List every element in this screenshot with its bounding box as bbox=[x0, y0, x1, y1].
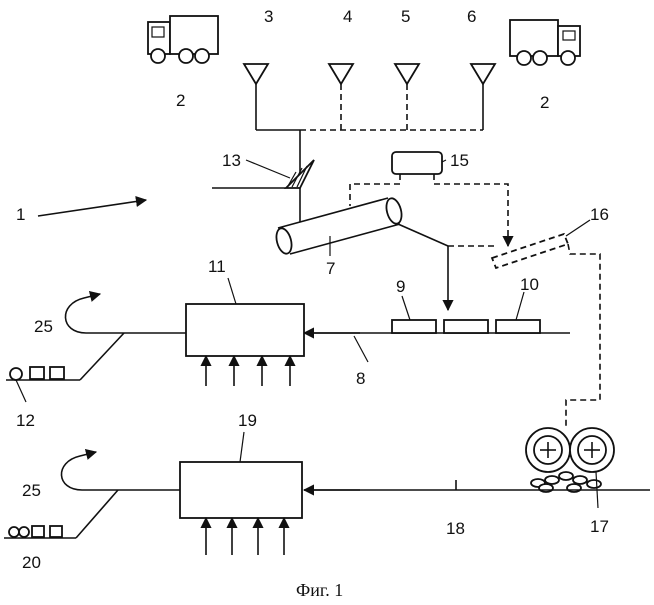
label-25-upper: 25 bbox=[34, 317, 53, 336]
figure-caption: Фиг. 1 bbox=[296, 580, 343, 600]
label-7: 7 bbox=[326, 259, 335, 278]
rollers bbox=[526, 428, 614, 492]
label-4: 4 bbox=[343, 7, 352, 26]
label-16: 16 bbox=[590, 205, 609, 224]
leader-lines bbox=[16, 160, 598, 508]
label-2-right: 2 bbox=[540, 93, 549, 112]
truck-right-icon bbox=[510, 20, 580, 65]
label-6: 6 bbox=[467, 7, 476, 26]
label-15: 15 bbox=[450, 151, 469, 170]
label-25-lower: 25 bbox=[22, 481, 41, 500]
label-1: 1 bbox=[16, 205, 25, 224]
truck-left-icon bbox=[148, 16, 218, 63]
lower-press bbox=[4, 452, 302, 555]
label-8: 8 bbox=[356, 369, 365, 388]
label-12: 12 bbox=[16, 411, 35, 430]
label-17: 17 bbox=[590, 517, 609, 536]
label-11: 11 bbox=[208, 257, 226, 276]
label-5: 5 bbox=[401, 7, 410, 26]
label-2-left: 2 bbox=[176, 91, 185, 110]
label-9: 9 bbox=[396, 277, 405, 296]
drum-outlet bbox=[398, 224, 494, 310]
label-18: 18 bbox=[446, 519, 465, 538]
system-pointer-arrow bbox=[38, 200, 146, 216]
label-20: 20 bbox=[22, 553, 41, 572]
upper-conveyor bbox=[304, 320, 570, 333]
upper-press bbox=[6, 294, 304, 386]
label-13: 13 bbox=[222, 151, 241, 170]
label-10: 10 bbox=[520, 275, 539, 294]
label-3: 3 bbox=[264, 7, 273, 26]
drum bbox=[274, 197, 404, 256]
label-19: 19 bbox=[238, 411, 257, 430]
